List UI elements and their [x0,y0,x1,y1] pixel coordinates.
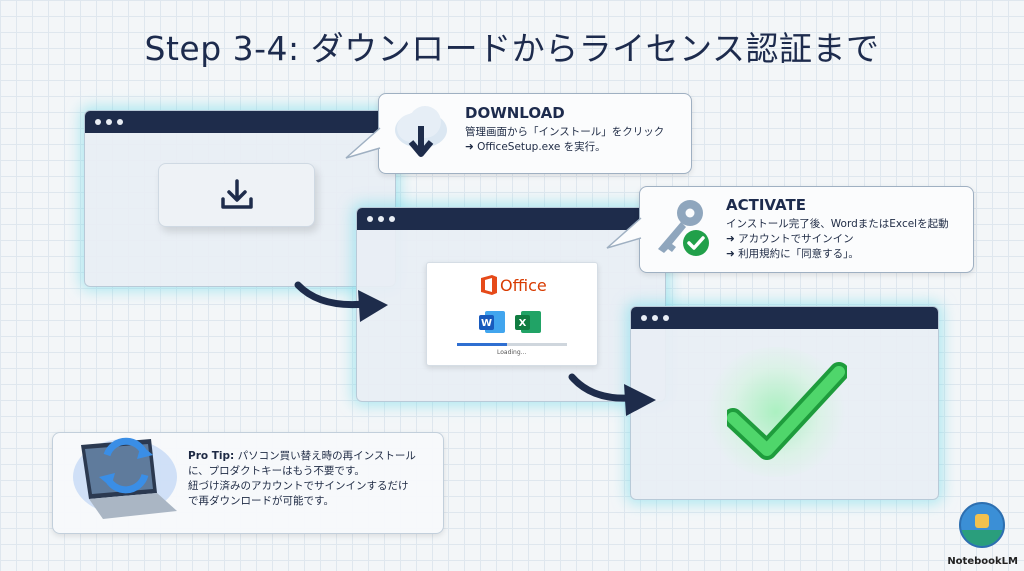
pro-tip-text-1: パソコン買い替え時の再インストール [234,450,416,462]
office-loading-card: W X [426,262,598,366]
excel-icon: X [515,311,541,333]
brand-label: NotebookLM [947,556,1018,567]
badge-logo [959,502,1005,548]
window-titlebar [631,307,938,329]
pro-tip-line-4: で再ダウンロードが可能です。 [188,495,334,507]
pro-tip-line-3: 紐づけ済みのアカウントでサインインするだけ [188,480,409,492]
activate-line-1: インストール完了後、WordまたはExcelを起動 [726,218,949,230]
window-titlebar [357,208,665,230]
activate-callout: ACTIVATE インストール完了後、WordまたはExcelを起動 ➜ アカウ… [639,186,974,273]
page-title: Step 3-4: ダウンロードからライセンス認証まで [144,29,880,68]
word-icon: W [479,311,505,333]
window-titlebar [85,111,395,133]
svg-text:W: W [481,318,492,329]
activate-line-3: ➜ 利用規約に「同意する」。 [726,248,859,260]
activate-heading: ACTIVATE [726,196,806,214]
key-check-icon [658,200,709,256]
pro-tip-line-2: に、プロダクトキーはもう不要です。 [188,465,365,477]
cloud-download-icon [395,106,447,157]
check-glow [701,347,851,477]
download-window [84,110,396,287]
svg-text:X: X [519,318,527,329]
progress-fill [457,343,507,346]
activated-window [630,306,939,500]
office-logo-icon [481,275,497,295]
download-button[interactable] [158,163,315,227]
download-callout: DOWNLOAD 管理画面から「インストール」をクリック ➜ OfficeSet… [378,93,692,174]
pro-tip-box: Pro Tip: パソコン買い替え時の再インストール に、プロダクトキーはもう不… [52,432,444,534]
progress-track [457,343,567,346]
office-label: Office [500,276,547,295]
download-line-1: 管理画面から「インストール」をクリック [465,126,665,138]
loading-text: Loading... [497,349,527,356]
download-callout-pointer [345,127,381,159]
activate-line-2: ➜ アカウントでサインイン [726,233,854,245]
laptop-sync-icon [73,437,177,519]
pro-tip-label: Pro Tip: [188,450,235,462]
download-icon [220,179,253,209]
checkmark-icon [727,362,847,460]
download-heading: DOWNLOAD [465,104,565,122]
pro-tip-line-1: Pro Tip: パソコン買い替え時の再インストール [188,449,416,464]
download-line-2: ➜ OfficeSetup.exe を実行。 [465,141,606,153]
activate-callout-pointer [606,217,642,249]
